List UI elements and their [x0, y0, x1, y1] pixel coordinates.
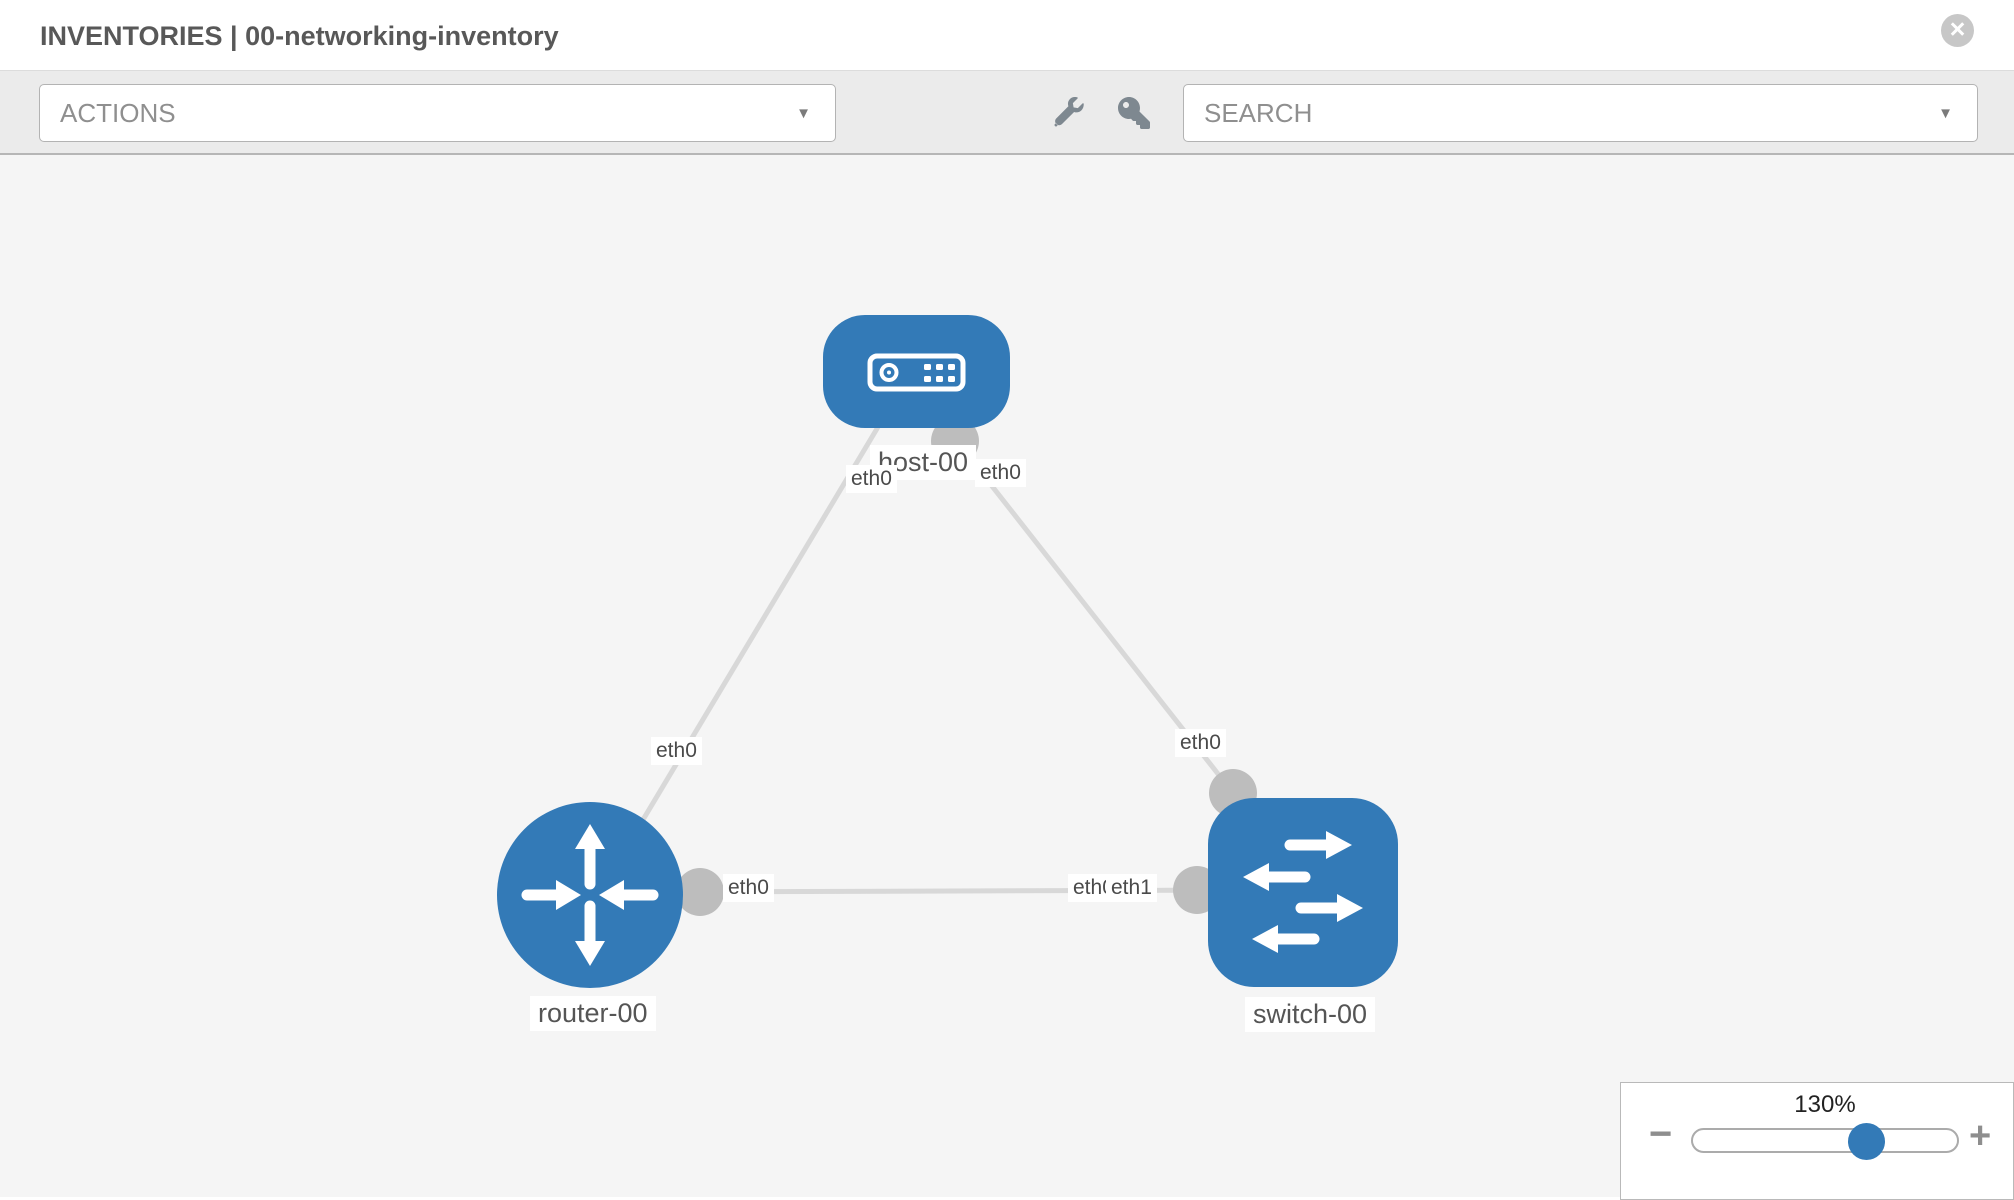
- node-router-00[interactable]: [497, 802, 683, 988]
- zoom-out-button[interactable]: −: [1649, 1112, 1673, 1156]
- node-label-router: router-00: [530, 996, 656, 1031]
- toolbar: ACTIONS ▼ SEARCH ▼: [0, 70, 2014, 155]
- interface-label: eth0: [651, 737, 702, 765]
- key-icon[interactable]: [1118, 97, 1150, 129]
- actions-dropdown[interactable]: ACTIONS ▼: [39, 84, 836, 142]
- page-header: INVENTORIES | 00-networking-inventory ×: [0, 0, 2014, 70]
- actions-dropdown-label: ACTIONS: [60, 98, 176, 128]
- wrench-icon[interactable]: [1052, 96, 1084, 129]
- zoom-slider-track[interactable]: [1691, 1123, 1959, 1160]
- zoom-in-button[interactable]: +: [1969, 1115, 1992, 1157]
- zoom-panel: 130% − +: [1620, 1082, 2014, 1200]
- links-layer: [592, 417, 1257, 916]
- server-icon: [867, 353, 966, 392]
- interface-label: eth1: [1106, 874, 1157, 902]
- chevron-down-icon: ▼: [796, 105, 811, 122]
- interface-label: eth0: [723, 874, 774, 902]
- zoom-level-label: 130%: [1794, 1091, 1856, 1118]
- router-icon: [521, 824, 659, 966]
- close-icon[interactable]: ×: [1941, 14, 1974, 47]
- node-host-00[interactable]: [823, 315, 1010, 428]
- search-dropdown-label: SEARCH: [1204, 98, 1313, 128]
- link-endpoint: [676, 868, 724, 916]
- interface-label: eth0: [846, 465, 897, 493]
- page-title: INVENTORIES | 00-networking-inventory: [40, 21, 559, 51]
- switch-icon: [1243, 831, 1363, 953]
- search-dropdown[interactable]: SEARCH ▼: [1183, 84, 1978, 142]
- interface-label: eth0: [1175, 729, 1226, 757]
- chevron-down-icon: ▼: [1938, 105, 1953, 122]
- node-label-switch: switch-00: [1245, 997, 1376, 1032]
- zoom-slider-knob[interactable]: [1848, 1123, 1885, 1160]
- interface-label: eth0: [975, 459, 1026, 487]
- node-switch-00[interactable]: [1208, 798, 1398, 987]
